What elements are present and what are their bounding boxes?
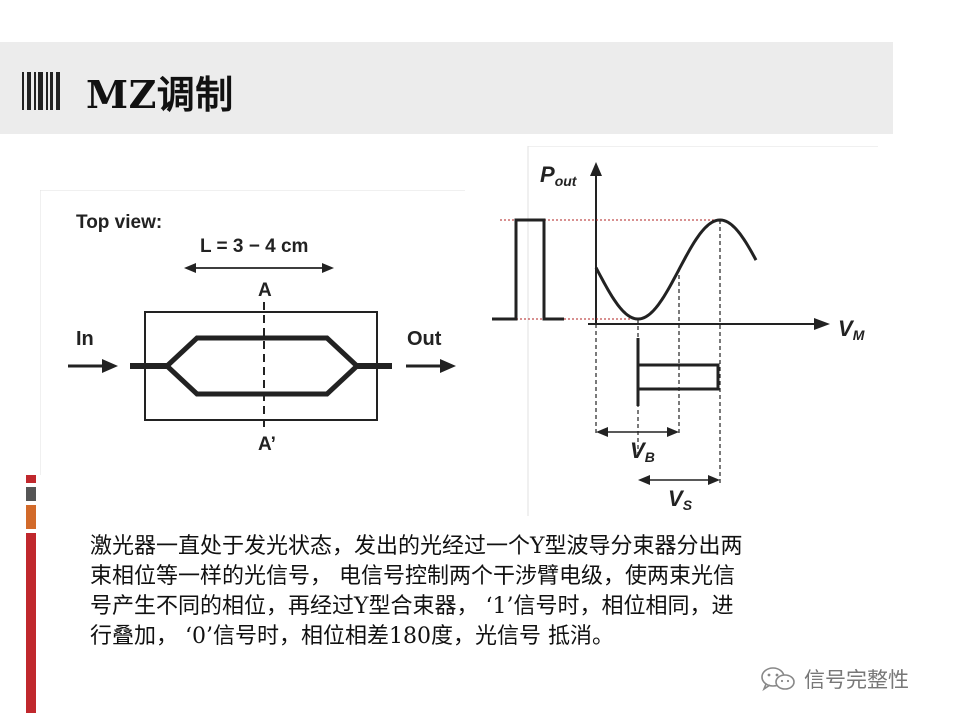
description-text: 激光器一直处于发光状态，发出的光经过一个Y型波导分束器分出两 束相位等一样的光信…	[90, 532, 900, 652]
transfer-characteristic-plot: Pout VM VB VS	[492, 146, 878, 516]
side-bar-orange	[26, 505, 36, 529]
wechat-icon	[761, 667, 795, 692]
x-axis-label: VM	[838, 316, 865, 343]
side-accent-bar	[26, 475, 38, 715]
vb-arrow-left-icon	[596, 427, 608, 437]
side-bar-gray	[26, 487, 36, 501]
description-line: 束相位等一样的光信号， 电信号控制两个干涉臂电级，使两束光信	[90, 564, 735, 589]
output-arrow-icon	[440, 359, 456, 373]
vs-label: VS	[668, 486, 693, 513]
section-top-label: A	[258, 280, 272, 301]
vs-arrow-right-icon	[708, 475, 720, 485]
modulator-top-view-diagram: Top view: L = 3 − 4 cm A A’ In Out	[40, 190, 465, 475]
length-label: L = 3 − 4 cm	[200, 236, 308, 257]
electrical-input-pulse	[638, 363, 720, 391]
slide-title: MZ调制	[86, 72, 234, 117]
length-arrow-right-icon	[322, 263, 334, 273]
lower-arm-waveguide	[165, 364, 359, 397]
x-axis-arrow-icon	[814, 318, 830, 330]
description-line: 激光器一直处于发光状态，发出的光经过一个Y型波导分束器分出两	[90, 534, 743, 559]
transfer-curve	[594, 218, 758, 321]
y-axis-label: Pout	[540, 162, 578, 189]
side-bar-red	[26, 533, 36, 713]
side-bar-red-top	[26, 475, 36, 483]
top-view-label: Top view:	[76, 212, 162, 233]
input-label: In	[76, 328, 94, 350]
section-bottom-label: A’	[258, 434, 276, 455]
optical-output-pulse	[492, 218, 564, 321]
input-arrow-icon	[102, 359, 118, 373]
y-axis-arrow-icon	[590, 162, 602, 176]
description-line: 行叠加， ‘0’信号时，相位相差180度，光信号 抵消。	[90, 624, 614, 649]
substrate-box	[144, 311, 378, 421]
vb-arrow-right-icon	[667, 427, 679, 437]
vs-arrow-left-icon	[638, 475, 650, 485]
watermark: 信号完整性	[760, 664, 909, 694]
description-line: 号产生不同的相位，再经过Y型合束器， ‘1’信号时，相位相同，进	[90, 594, 734, 619]
watermark-text: 信号完整性	[804, 668, 909, 692]
vb-label: VB	[630, 438, 655, 465]
upper-arm-waveguide	[165, 335, 359, 368]
length-arrow-left-icon	[184, 263, 196, 273]
output-label: Out	[407, 328, 442, 350]
title-band	[0, 42, 893, 134]
barcode-logo-icon	[22, 72, 60, 110]
